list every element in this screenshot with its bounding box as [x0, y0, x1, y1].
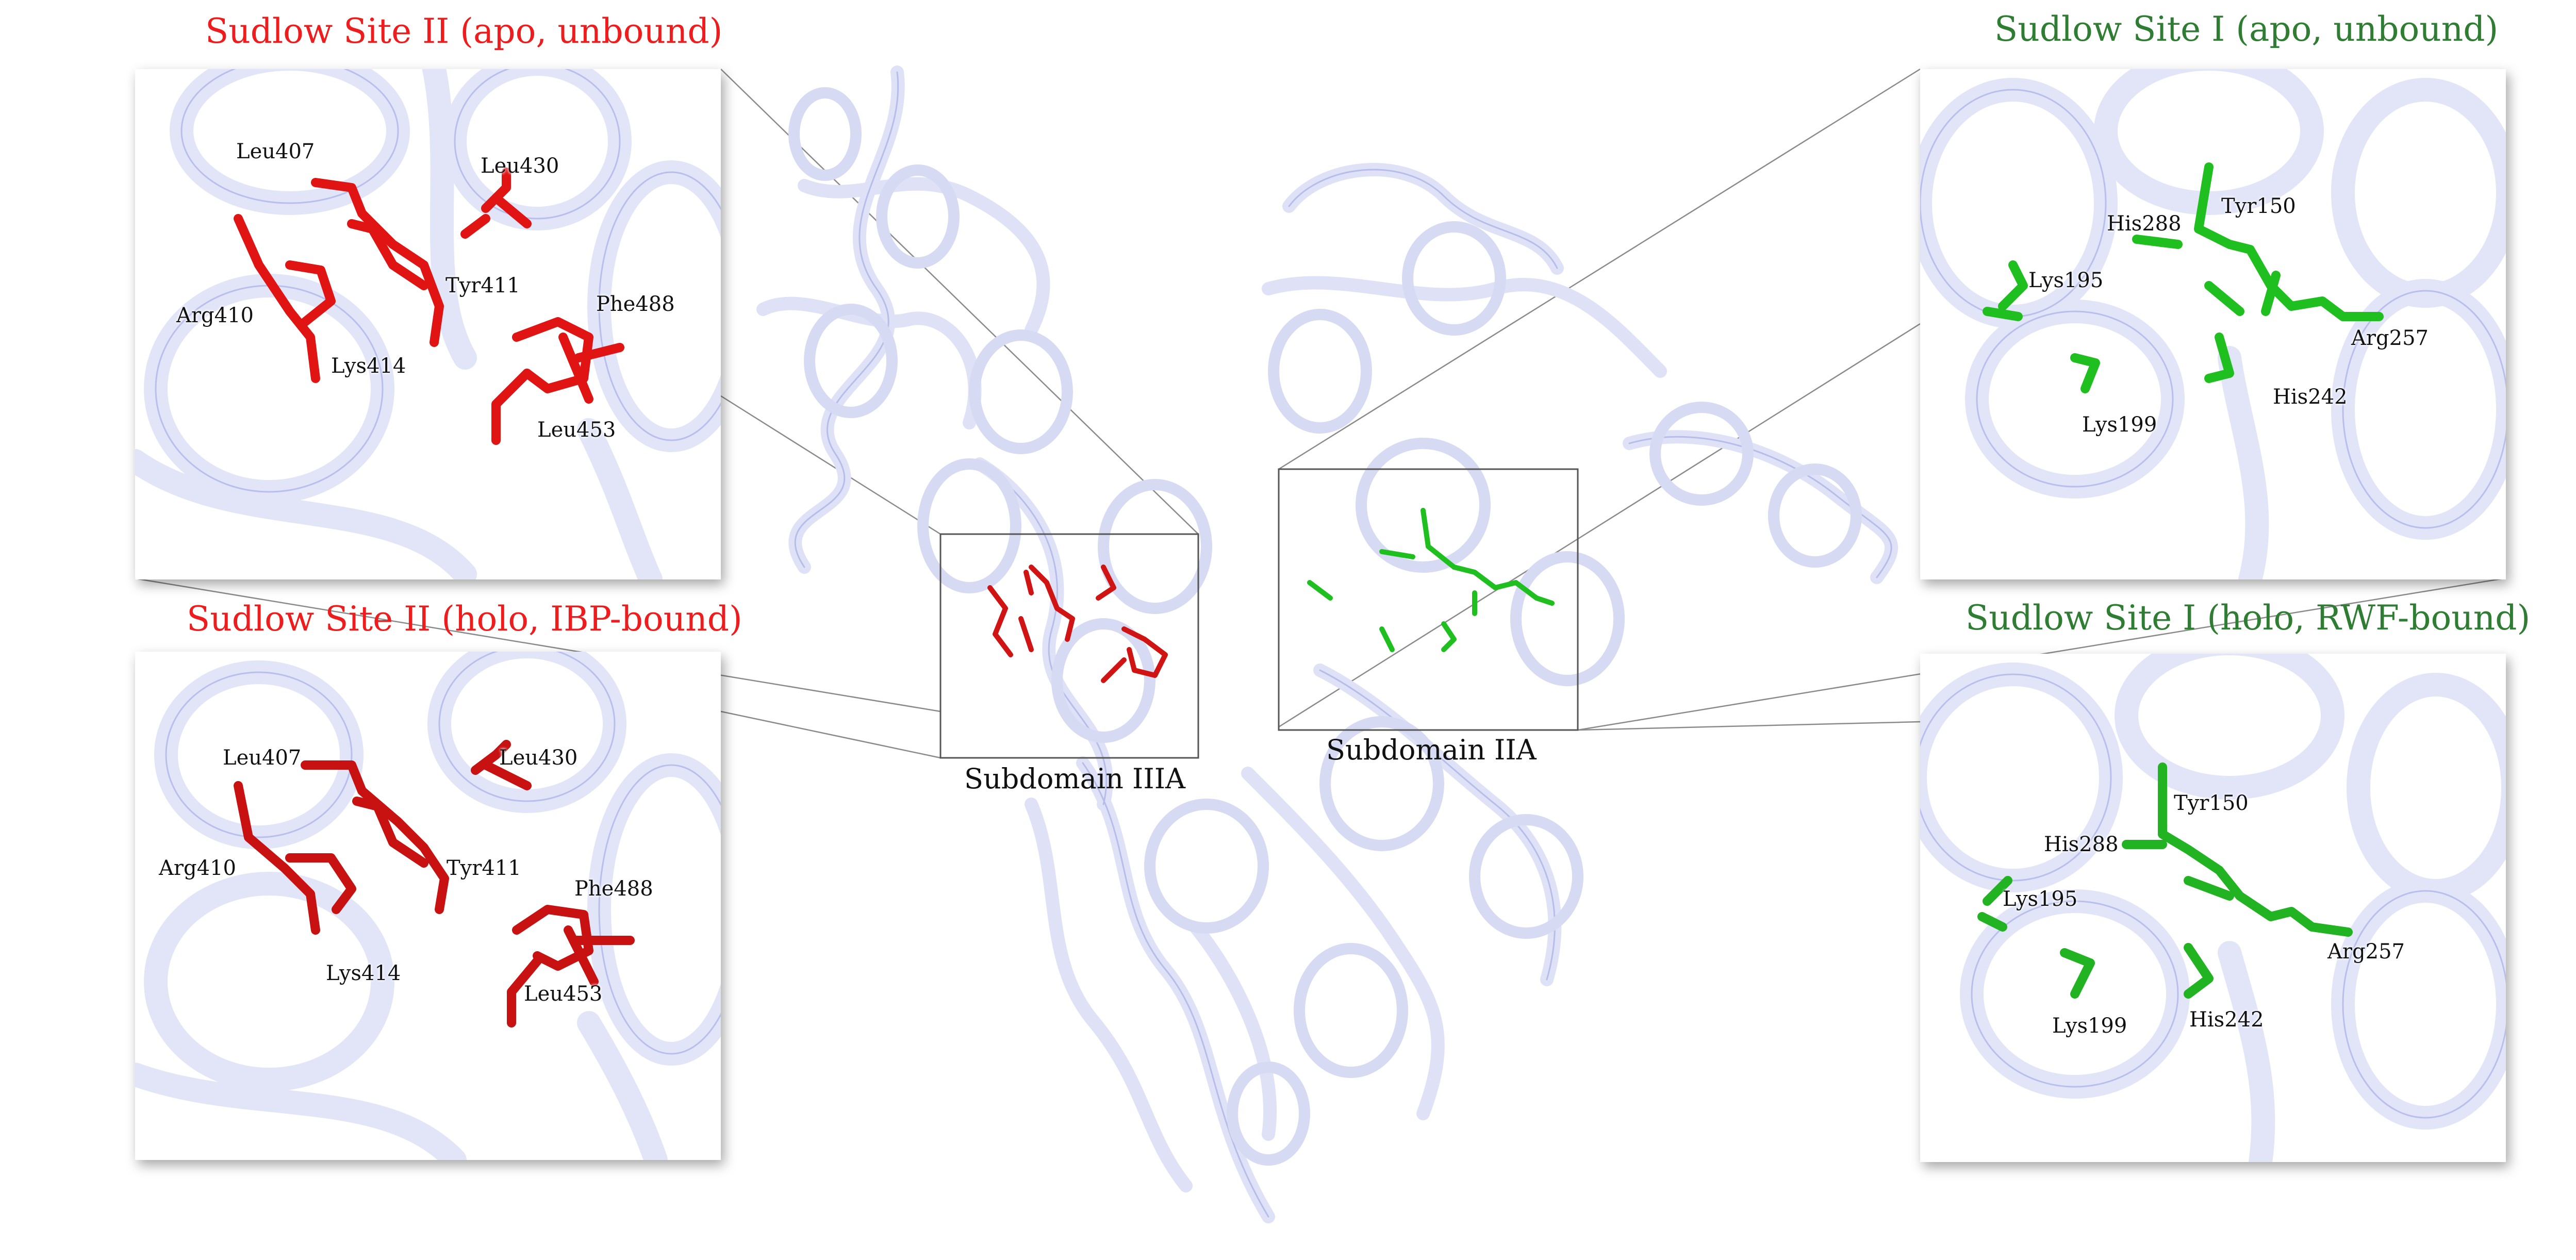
residue-label: Tyr411: [447, 856, 521, 880]
residue-label: His242: [2189, 1008, 2264, 1032]
subdomain-iiia-label: Subdomain IIIA: [964, 762, 1186, 795]
panel-title-site-i-holo: Sudlow Site I (holo, RWF-bound): [1966, 598, 2531, 638]
panel-site-ii-apo: Leu407 Leu430 Arg410 Tyr411 Phe488 Lys41…: [135, 69, 721, 579]
subdomain-iiia-residues: [987, 565, 1168, 683]
residue-label: Phe488: [574, 877, 653, 901]
residue-label: Lys414: [331, 354, 406, 378]
residue-label: Leu453: [524, 982, 603, 1006]
residue-label: Leu430: [499, 746, 578, 770]
residue-label: Tyr150: [2221, 194, 2296, 218]
residue-label: Leu453: [537, 418, 616, 442]
residue-label: Tyr150: [2174, 791, 2249, 815]
residue-label: Leu407: [236, 140, 315, 163]
residue-label: Leu407: [223, 746, 302, 770]
residue-label: Tyr411: [445, 274, 520, 297]
panel-site-i-holo: Tyr150 His288 Lys195 Arg257 Lys199 His24…: [1920, 654, 2506, 1162]
residue-label: Lys195: [2003, 887, 2078, 911]
subdomain-iia-residues: [1307, 508, 1555, 652]
residue-label: Leu430: [481, 154, 559, 178]
panel-title-site-ii-holo: Sudlow Site II (holo, IBP-bound): [187, 599, 742, 639]
residue-label: His288: [2044, 833, 2119, 856]
residue-label: Lys414: [326, 961, 401, 985]
panel-title-site-i-apo: Sudlow Site I (apo, unbound): [1994, 9, 2499, 49]
residue-label: Lys199: [2082, 413, 2157, 437]
panel-ribbons: [1920, 69, 2506, 579]
panel-site-ii-holo: Leu407 Leu430 Arg410 Tyr411 Phe488 Lys41…: [135, 652, 721, 1160]
subdomain-iia-box: [1278, 468, 1579, 731]
panel-site-i-apo: Tyr150 His288 Lys195 Arg257 His242 Lys19…: [1920, 69, 2506, 579]
residue-label: His288: [2107, 212, 2182, 236]
residue-label: Arg257: [2327, 940, 2405, 964]
subdomain-iia-label: Subdomain IIA: [1326, 734, 1537, 766]
residue-label: Arg257: [2351, 326, 2429, 350]
residue-label: Arg410: [176, 304, 254, 327]
subdomain-iiia-box: [939, 533, 1199, 759]
residue-label: His242: [2273, 385, 2348, 409]
protein-ribbon: [756, 65, 1898, 1223]
panel-ribbons: [135, 652, 721, 1160]
panel-ribbons: [135, 69, 721, 579]
residue-label: Arg410: [159, 856, 236, 880]
residue-label: Lys199: [2052, 1014, 2127, 1038]
residue-label: Lys195: [2028, 269, 2104, 292]
residue-label: Phe488: [596, 292, 675, 316]
panel-ribbons: [1920, 654, 2506, 1162]
panel-title-site-ii-apo: Sudlow Site II (apo, unbound): [205, 11, 723, 51]
